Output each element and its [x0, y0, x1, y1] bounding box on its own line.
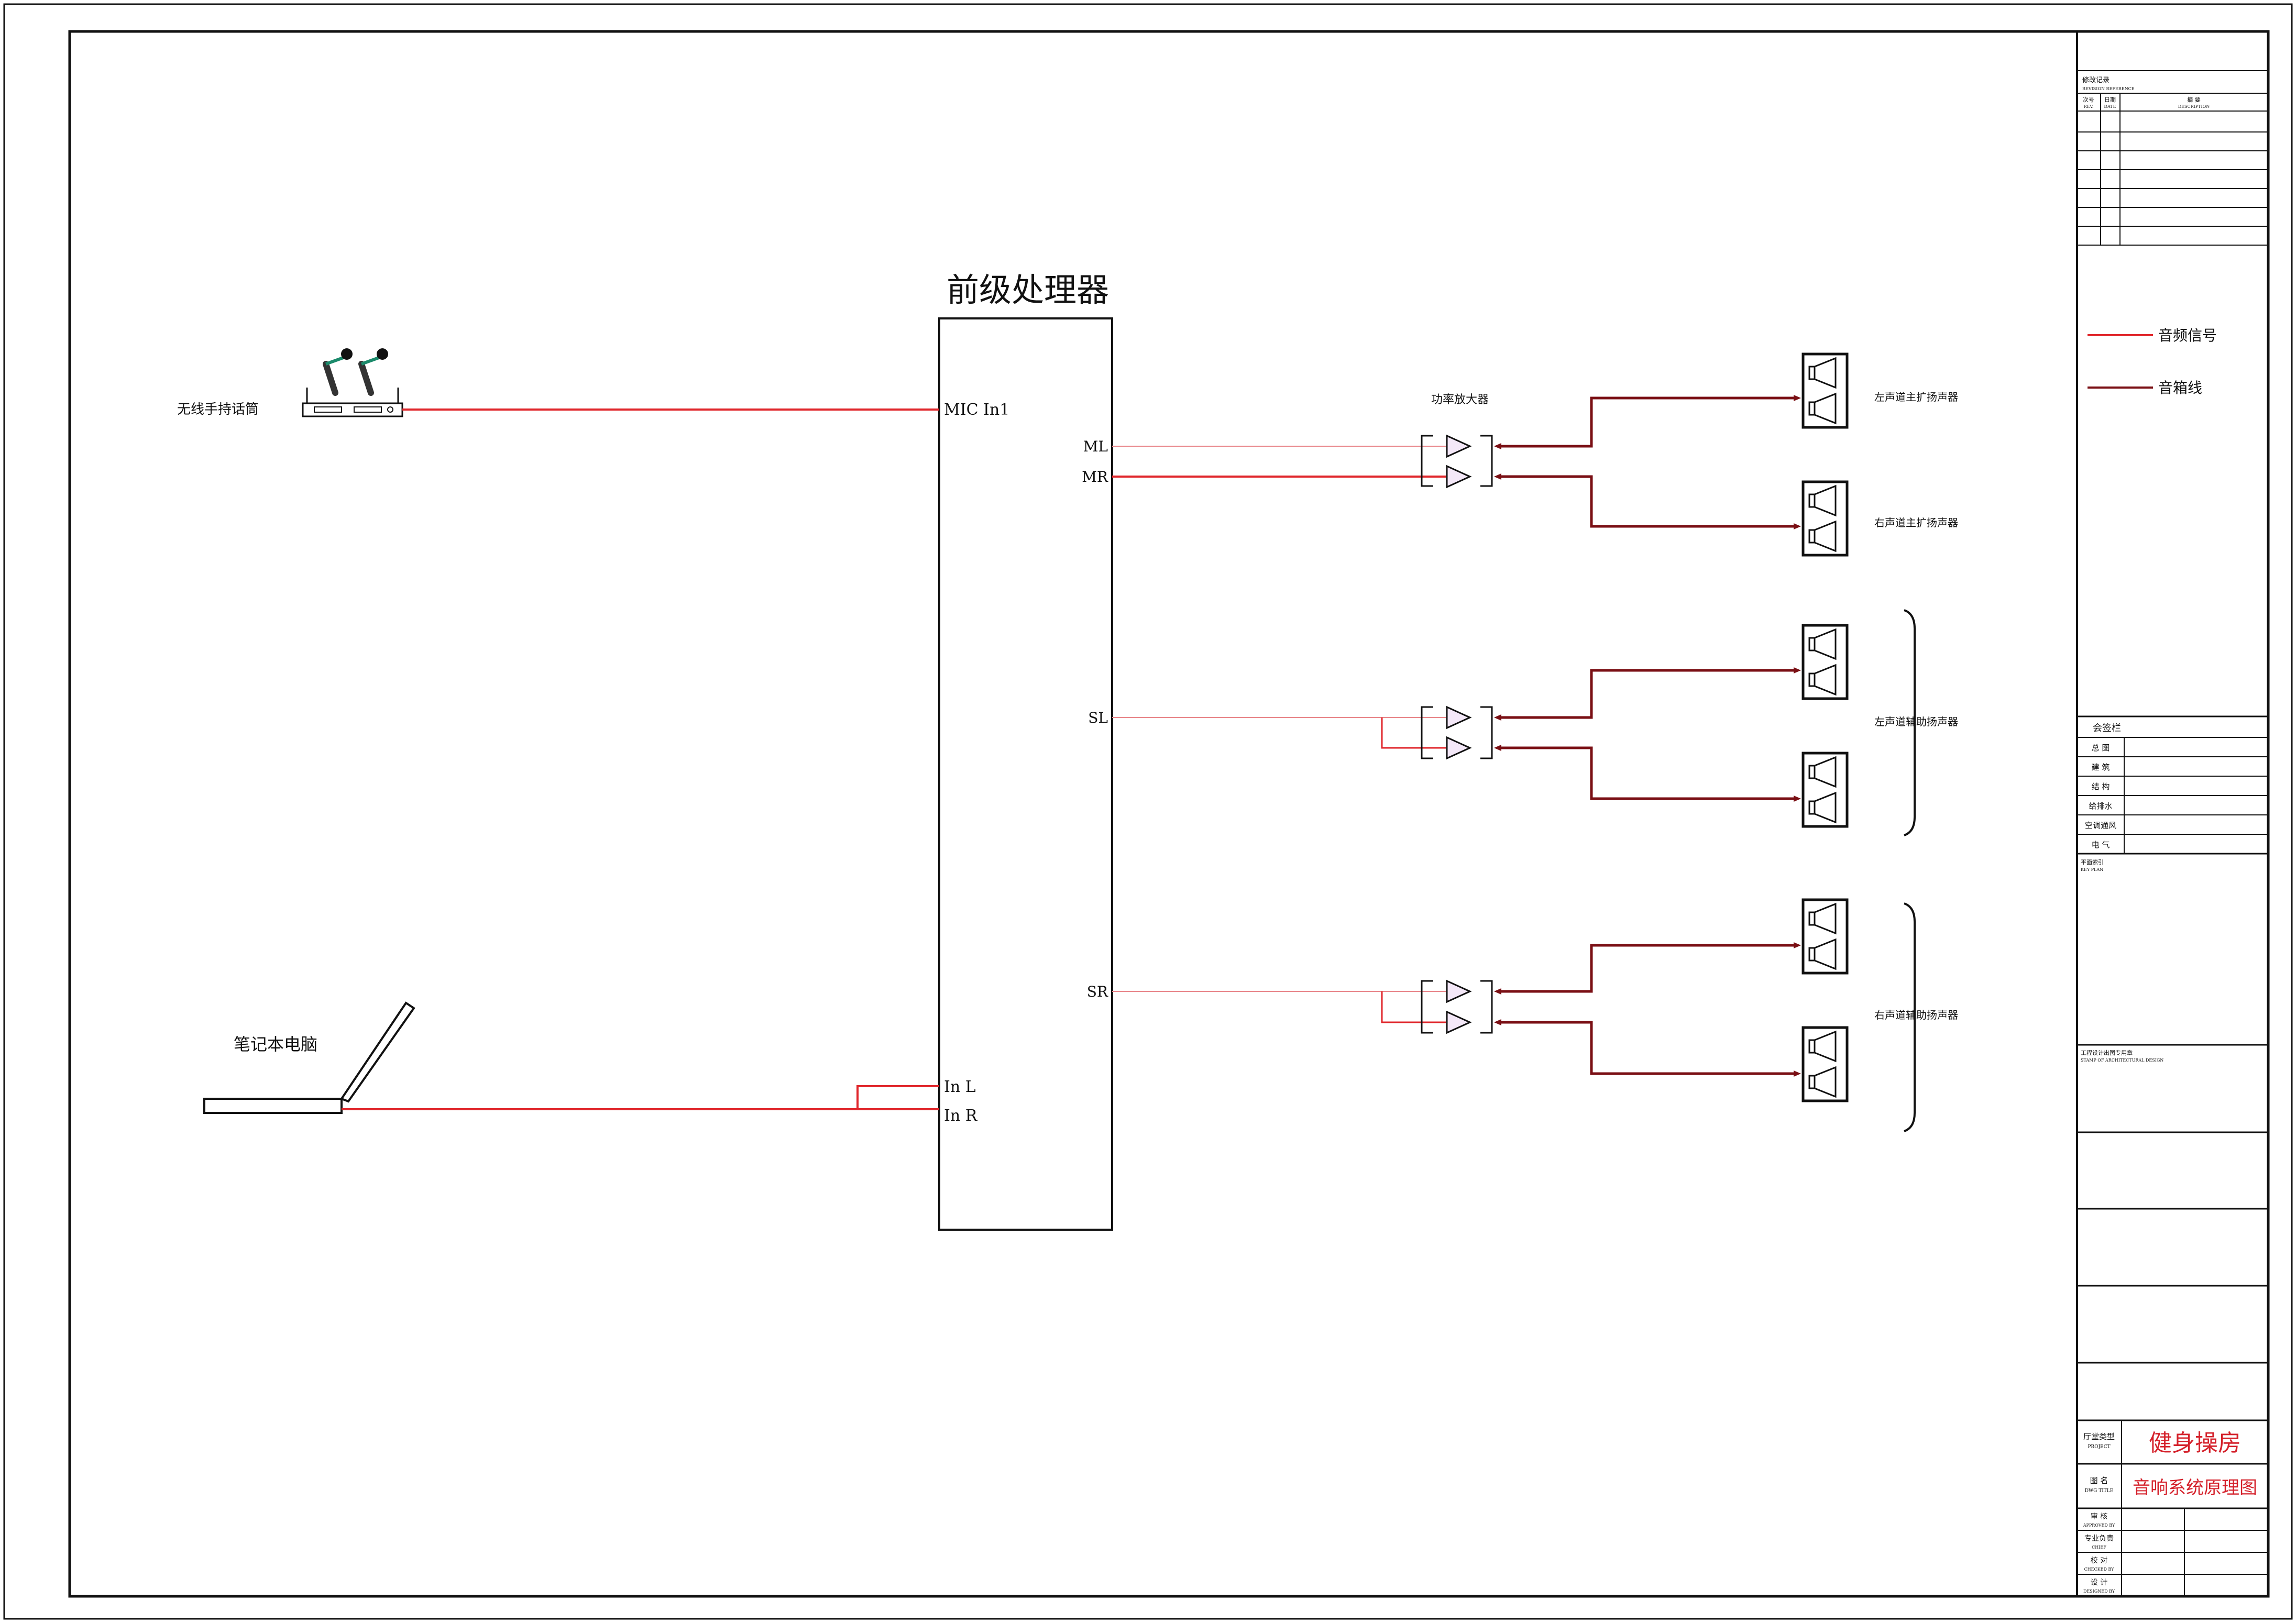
revision-col-desc: 摘 要 [2187, 96, 2201, 103]
key-plan-label-en: KEY PLAN [2081, 867, 2103, 872]
legend-speaker-line-label: 音箱线 [2158, 379, 2202, 396]
laptop-label: 笔记本电脑 [234, 1034, 317, 1054]
approved-label-en: APPROVED BY [2083, 1523, 2115, 1528]
speaker-icon [1801, 1026, 1849, 1102]
project-name: 健身操房 [2149, 1430, 2241, 1456]
wireless-mic-system: 无线手持话筒 [177, 348, 403, 417]
designed-label: 设 计 [2091, 1578, 2107, 1587]
amplifier-label: 功率放大器 [1431, 393, 1489, 406]
microphone-icon [323, 348, 388, 396]
drawing-title: 音响系统原理图 [2133, 1477, 2257, 1498]
speaker-label-right-aux: 右声道辅助扬声器 [1874, 1009, 1958, 1021]
key-plan-label: 平面索引 [2081, 858, 2104, 866]
outer-border [3, 3, 2293, 1620]
aux-right-bracket [1904, 902, 1916, 1132]
countersign-row: 结 构 [2092, 782, 2110, 791]
drawing-label: 图 名 [2090, 1476, 2108, 1485]
approved-label: 审 核 [2091, 1512, 2107, 1521]
amplifier-left-aux [1421, 705, 1493, 760]
checked-label: 校 对 [2091, 1556, 2107, 1565]
revision-col-date-en: DATE [2104, 104, 2116, 109]
legend-audio-signal-label: 音频信号 [2158, 327, 2217, 344]
port-mic-in: MIC In1 [944, 401, 1009, 419]
receiver-icon [302, 388, 403, 417]
port-sl: SL [1088, 709, 1108, 726]
speaker-icon [1801, 352, 1849, 429]
project-label: 厅堂类型 [2083, 1432, 2115, 1441]
laptop-device: 笔记本电脑 [203, 1001, 415, 1114]
drawing-label-en: DWG TITLE [2085, 1488, 2114, 1494]
checked-label-en: CHECKED BY [2084, 1567, 2115, 1572]
chief-label-en: CHIEF [2092, 1545, 2106, 1550]
amplifier-right-aux [1421, 979, 1493, 1034]
port-ml: ML [1083, 438, 1108, 455]
countersign-row: 总 图 [2092, 743, 2110, 753]
laptop-icon [203, 1001, 415, 1114]
countersign-row: 空调通风 [2085, 821, 2116, 830]
aux-left-bracket [1904, 609, 1916, 836]
processor-title: 前级处理器 [947, 271, 1109, 309]
drawing-frame [68, 30, 2270, 1598]
port-mr: MR [1082, 468, 1108, 485]
speaker-line-arrows [1494, 395, 1801, 1077]
speaker-lines [1498, 396, 1798, 1075]
speaker-label-left-main: 左声道主扩扬声器 [1874, 391, 1958, 403]
countersign-row: 电 气 [2092, 840, 2110, 849]
revision-col-desc-en: DESCRIPTION [2178, 104, 2210, 109]
processor-output-lines [1112, 446, 1446, 1023]
laptop-signal-lines [342, 1085, 939, 1110]
amplifier-main [1421, 434, 1493, 489]
countersign-row: 给排水 [2089, 801, 2112, 811]
speaker-label-right-main: 右声道主扩扬声器 [1874, 516, 1958, 529]
processor-box [938, 317, 1113, 1231]
wireless-mic-label: 无线手持话筒 [177, 402, 259, 417]
port-sr: SR [1087, 983, 1108, 1000]
legend: 音频信号 音箱线 [2088, 327, 2217, 396]
speaker-icon [1801, 480, 1849, 557]
title-block [2076, 31, 2268, 1596]
chief-label: 专业负责 [2084, 1534, 2114, 1543]
speaker-label-left-aux: 左声道辅助扬声器 [1874, 715, 1958, 728]
designed-label-en: DESIGNED BY [2083, 1589, 2115, 1594]
revision-col-no: 次号 [2083, 96, 2094, 103]
revision-col-date: 日期 [2104, 96, 2116, 103]
revision-title: 修改记录 [2082, 76, 2110, 84]
speaker-icon [1801, 752, 1849, 828]
speaker-icon [1801, 624, 1849, 700]
project-label-en: PROJECT [2088, 1444, 2110, 1450]
port-in-r: In R [944, 1107, 978, 1125]
revision-col-no-en: REV. [2084, 104, 2094, 109]
countersign-row: 建 筑 [2092, 763, 2110, 772]
speaker-icon [1801, 898, 1849, 975]
port-in-l: In L [944, 1078, 976, 1096]
revision-title-en: REVISION REFERENCE [2082, 86, 2135, 91]
stamp-label: 工程设计出图专用章 [2081, 1049, 2133, 1056]
stamp-label-en: STAMP OF ARCHITECTURAL DESIGN [2081, 1058, 2163, 1063]
preamp-processor: 前级处理器 MIC In1 ML MR SL SR In L In R [938, 271, 1113, 1231]
countersign-title: 会签栏 [2093, 723, 2121, 734]
